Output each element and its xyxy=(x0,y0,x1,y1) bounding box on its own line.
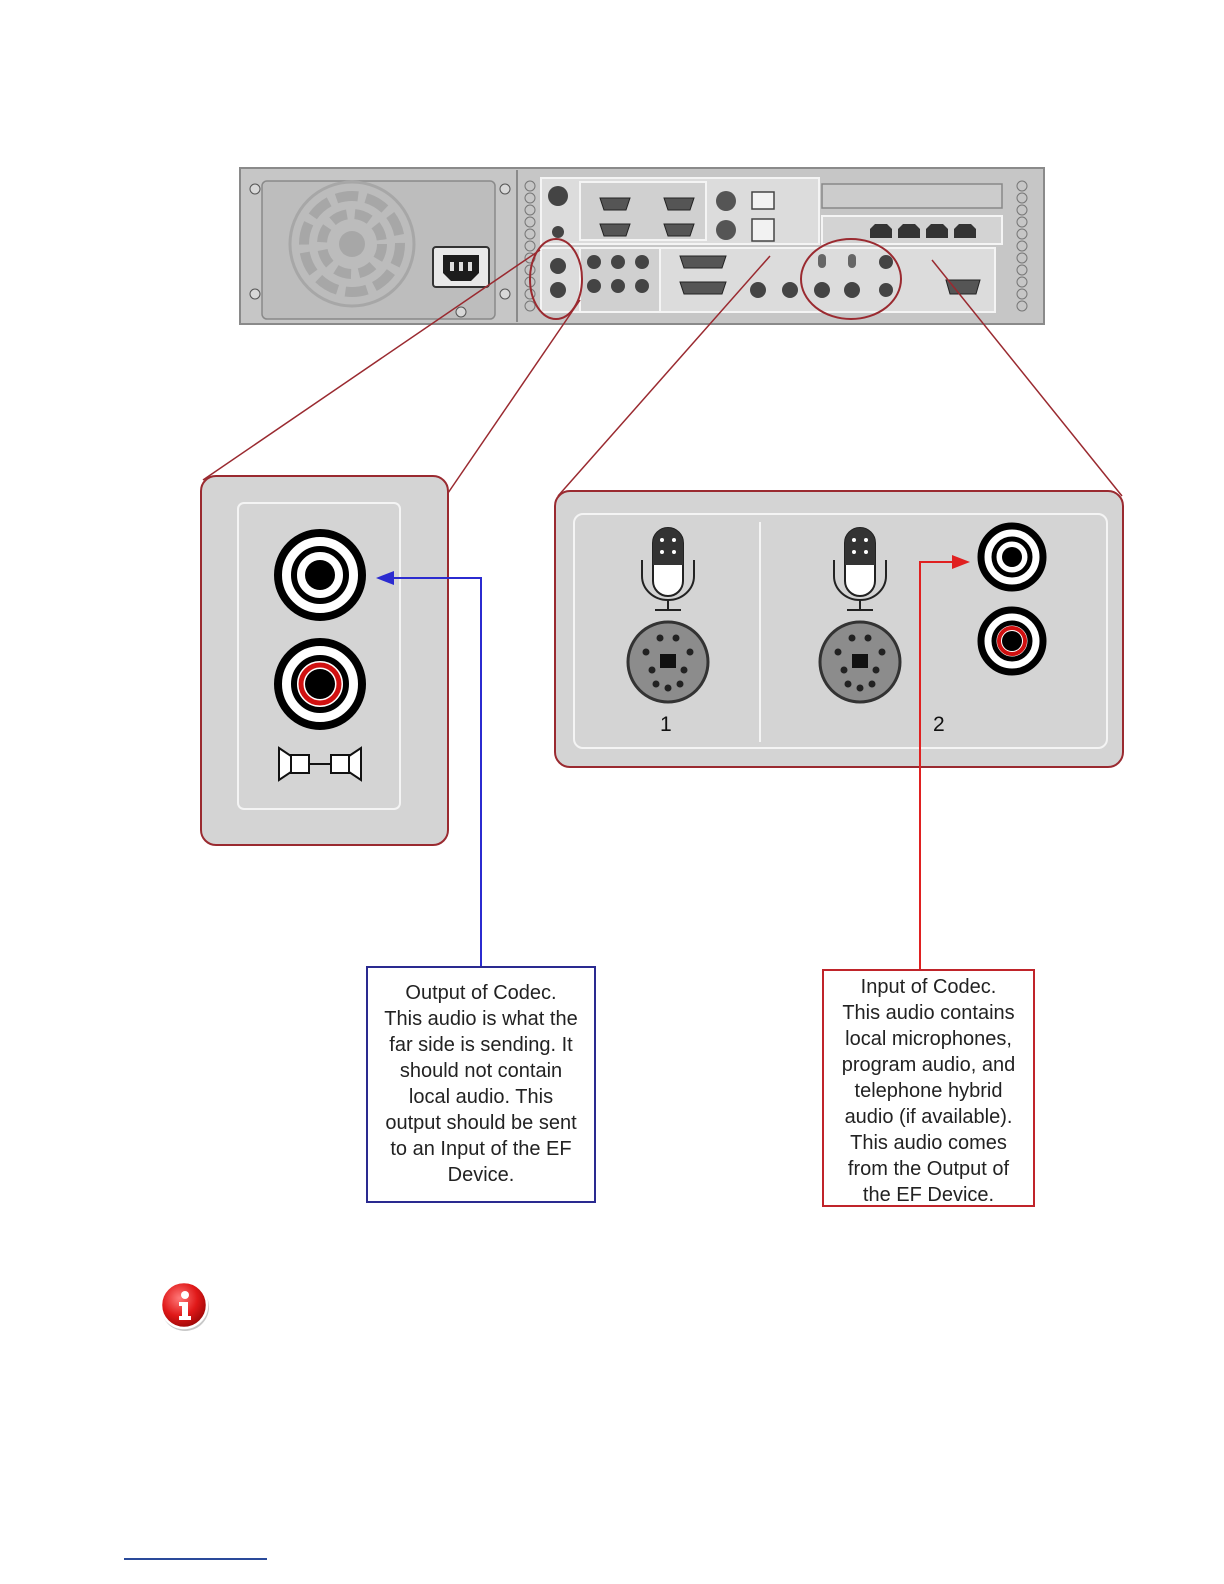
input-arrow xyxy=(919,555,970,969)
codec-output-callout: Output of Codec. This audio is what the … xyxy=(366,966,596,1203)
zoom-panel-codec-output xyxy=(200,475,449,846)
rca-jack-icon xyxy=(274,638,366,730)
zoom-connector-lines xyxy=(202,249,1123,497)
callout-line: should not contain xyxy=(399,1060,563,1082)
network-port-icons xyxy=(751,191,775,242)
callout-line: Output of Codec. xyxy=(405,982,557,1004)
callout-line: the EF Device. xyxy=(862,1184,995,1206)
microphone-icon xyxy=(641,527,695,611)
callout-line: This audio is what the xyxy=(384,1008,578,1030)
mic-input-1-label: 1 xyxy=(660,713,672,736)
callout-line: local audio. This xyxy=(408,1086,554,1108)
footer-divider xyxy=(124,1558,267,1560)
output-arrow xyxy=(376,571,482,966)
codec-input-callout: Input of Codec. This audio contains loca… xyxy=(822,969,1035,1207)
callout-line: from the Output of xyxy=(847,1158,1010,1180)
mini-din-icon xyxy=(818,620,902,704)
callout-line: telephone hybrid xyxy=(854,1080,1003,1102)
rca-jack-row-icons xyxy=(550,255,893,298)
microphone-icon xyxy=(833,527,887,611)
callout-line: local microphones, xyxy=(845,1028,1012,1050)
info-icon xyxy=(159,1280,209,1331)
callout-line: audio (if available). xyxy=(844,1106,1013,1128)
rca-jack-icon xyxy=(977,522,1047,592)
callout-line: Device. xyxy=(447,1164,515,1186)
codec-rear-panel xyxy=(239,167,1045,325)
rca-jack-icon xyxy=(274,529,366,621)
dsub-port-icons xyxy=(679,255,981,295)
callout-line: output should be sent xyxy=(385,1112,577,1134)
callout-line: Input of Codec. xyxy=(860,976,997,998)
rca-jack-icon xyxy=(977,606,1047,676)
screw-icons xyxy=(249,183,511,318)
callout-line: program audio, and xyxy=(841,1054,1016,1076)
zoom-highlight-left xyxy=(529,238,583,320)
zoom-highlight-right xyxy=(800,238,902,320)
mic-input-2-label: 2 xyxy=(933,713,945,736)
zoom-panel-codec-input xyxy=(554,490,1124,768)
callout-line: to an Input of the EF xyxy=(390,1138,572,1160)
mic-symbol-icons xyxy=(818,254,856,268)
serial-port-icons xyxy=(599,197,695,237)
callout-line: far side is sending. It xyxy=(389,1034,573,1056)
fan-grille-icon xyxy=(288,180,416,308)
power-inlet-icon xyxy=(432,246,490,288)
ps2-port-icons xyxy=(716,191,736,240)
audio-line-icon xyxy=(278,746,362,782)
phone-port-icons xyxy=(870,224,976,238)
callout-line: This audio comes xyxy=(850,1132,1007,1154)
mini-din-icon xyxy=(626,620,710,704)
callout-line: This audio contains xyxy=(842,1002,1015,1024)
